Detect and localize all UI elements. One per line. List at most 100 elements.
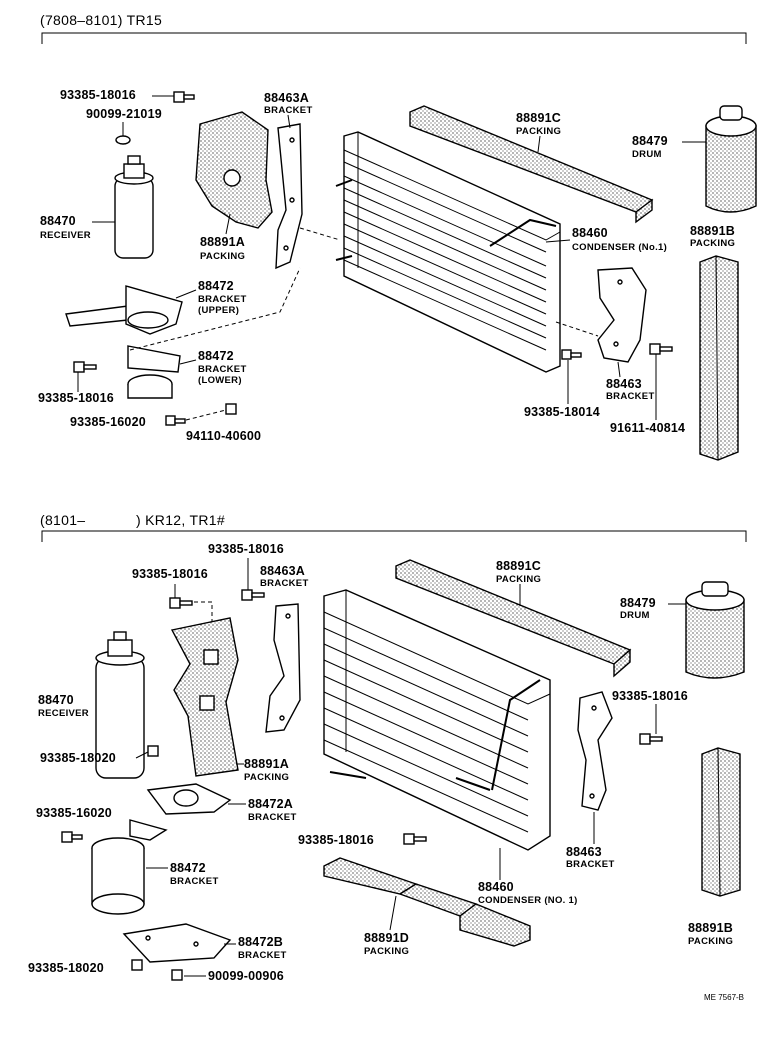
callout-packing-88891c-label: PACKING — [516, 126, 561, 137]
receiver-icon — [114, 155, 154, 259]
callout-bracket-88463-pn: 88463 — [566, 845, 602, 859]
packing-strip-icon — [395, 559, 632, 678]
callout-bracket-88463-label: BRACKET — [566, 859, 615, 870]
callout-receiver-label: RECEIVER — [40, 230, 91, 241]
callout-drum-pn: 88479 — [632, 134, 668, 148]
callout-bracket-upper-label: BRACKET — [198, 294, 247, 305]
callout-receiver-pn: 88470 — [38, 693, 74, 707]
packing-strip-icon — [409, 105, 654, 224]
bolt-icon — [649, 343, 673, 355]
receiver-icon — [95, 631, 145, 779]
packing-blocks-icon — [323, 857, 531, 947]
bracket-lower-icon — [127, 345, 181, 399]
callout-bracket-88463a-pn: 88463A — [264, 91, 309, 105]
callout-packing-88891a-pn: 88891A — [244, 757, 289, 771]
section-top: (7808–8101) TR15 93385-18016 90099-21019… — [38, 12, 757, 461]
packing-plate-icon — [195, 111, 273, 229]
nut-icon — [225, 403, 237, 415]
callout-bolt-f-middle: 93385-18016 — [298, 833, 374, 847]
callout-packing-88891c-label: PACKING — [496, 574, 541, 585]
callout-bracket-88472-label: BRACKET — [170, 876, 219, 887]
section-bottom: (8101– ) KR12, TR1# 93385-18016 93385-18… — [28, 512, 747, 1002]
callout-bolt-h: 90099-00906 — [208, 969, 284, 983]
reference-code: ME 7567-B — [704, 993, 744, 1002]
callout-bolt-f: 93385-18016 — [612, 689, 688, 703]
callout-bracket-upper-sub: (UPPER) — [198, 305, 239, 316]
callout-packing-88891b-label: PACKING — [690, 238, 735, 249]
bracket-icon — [597, 267, 647, 363]
bolt-icon — [241, 589, 265, 601]
bolt-icon — [639, 733, 663, 745]
condenser-icon — [335, 131, 561, 373]
callout-packing-88891a-pn: 88891A — [200, 235, 245, 249]
section-top-bracket-line — [41, 32, 747, 44]
callout-bracket-88472b-pn: 88472B — [238, 935, 283, 949]
section-top-header: (7808–8101) TR15 — [40, 12, 162, 28]
bracket-upper-icon — [65, 285, 183, 335]
bracket-icon — [122, 923, 232, 963]
bolt-icon — [131, 959, 143, 971]
callout-condenser-pn: 88460 — [478, 880, 514, 894]
callout-packing-88891b-label: PACKING — [688, 936, 733, 947]
section-bottom-header-left: (8101– — [40, 512, 85, 528]
callout-bolt-e: 93385-16020 — [36, 806, 112, 820]
callout-packing-88891c-pn: 88891C — [516, 111, 561, 125]
callout-bracket-88472a-label: BRACKET — [248, 812, 297, 823]
callout-bracket-88472b-label: BRACKET — [238, 950, 287, 961]
section-bottom-header-right: ) KR12, TR1# — [136, 512, 225, 528]
clamp-icon — [91, 819, 168, 915]
bolt-icon — [561, 349, 582, 360]
callout-bracket-88472a-pn: 88472A — [248, 797, 293, 811]
callout-bolt-e: 91611-40814 — [610, 421, 685, 435]
section-bottom-bracket-line — [41, 530, 747, 542]
callout-bracket-88472-pn: 88472 — [170, 861, 206, 875]
bracket-icon — [265, 603, 301, 733]
callout-bolt-g: 93385-18020 — [28, 961, 104, 975]
bolt-icon — [171, 969, 183, 981]
callout-bracket-88463a-label: BRACKET — [260, 578, 309, 589]
callout-bolt-b: 93385-18016 — [132, 567, 208, 581]
callout-bolt-a: 93385-18016 — [60, 88, 136, 102]
callout-receiver-pn: 88470 — [40, 214, 76, 228]
drum-icon — [705, 105, 757, 213]
bolt-icon — [147, 745, 159, 757]
bolt-icon — [73, 361, 97, 373]
callout-bolt-d: 93385-18014 — [524, 405, 600, 419]
callout-bracket-88463a-label: BRACKET — [264, 105, 313, 116]
callout-bolt-b: 93385-18016 — [38, 391, 114, 405]
callout-receiver-label: RECEIVER — [38, 708, 89, 719]
packing-plate-icon — [170, 617, 239, 777]
bolt-icon — [173, 91, 195, 103]
callout-packing-88891b-pn: 88891B — [690, 224, 735, 238]
callout-bracket-lower-label: BRACKET — [198, 364, 247, 375]
bolt-icon — [61, 831, 83, 843]
callout-nut: 94110-40600 — [186, 429, 261, 443]
callout-packing-88891b-pn: 88891B — [688, 921, 733, 935]
callout-condenser-pn: 88460 — [572, 226, 608, 240]
bolt-icon — [165, 415, 186, 426]
callout-bracket-88463-pn: 88463 — [606, 377, 642, 391]
callout-packing-88891a-label: PACKING — [244, 772, 289, 783]
bracket-icon — [146, 783, 232, 815]
callout-condenser-label: CONDENSER (No.1) — [572, 242, 667, 253]
callout-bolt-c: 93385-16020 — [70, 415, 146, 429]
bracket-icon — [275, 123, 303, 270]
washer-icon — [115, 135, 131, 145]
bracket-icon — [577, 691, 613, 811]
callout-washer: 90099-21019 — [86, 107, 162, 121]
callout-bolt-d: 93385-18020 — [40, 751, 116, 765]
packing-vertical-icon — [699, 255, 739, 461]
callout-packing-88891d-label: PACKING — [364, 946, 409, 957]
callout-packing-88891a-label: PACKING — [200, 251, 245, 262]
callout-drum-label: DRUM — [620, 610, 650, 621]
callout-drum-label: DRUM — [632, 149, 662, 160]
callout-bracket-upper-pn: 88472 — [198, 279, 234, 293]
callout-drum-pn: 88479 — [620, 596, 656, 610]
callout-packing-88891d-pn: 88891D — [364, 931, 409, 945]
callout-bolt-a: 93385-18016 — [208, 542, 284, 556]
callout-bracket-88463a-pn: 88463A — [260, 564, 305, 578]
callout-bracket-lower-pn: 88472 — [198, 349, 234, 363]
callout-packing-88891c-pn: 88891C — [496, 559, 541, 573]
callout-bracket-88463-label: BRACKET — [606, 391, 655, 402]
